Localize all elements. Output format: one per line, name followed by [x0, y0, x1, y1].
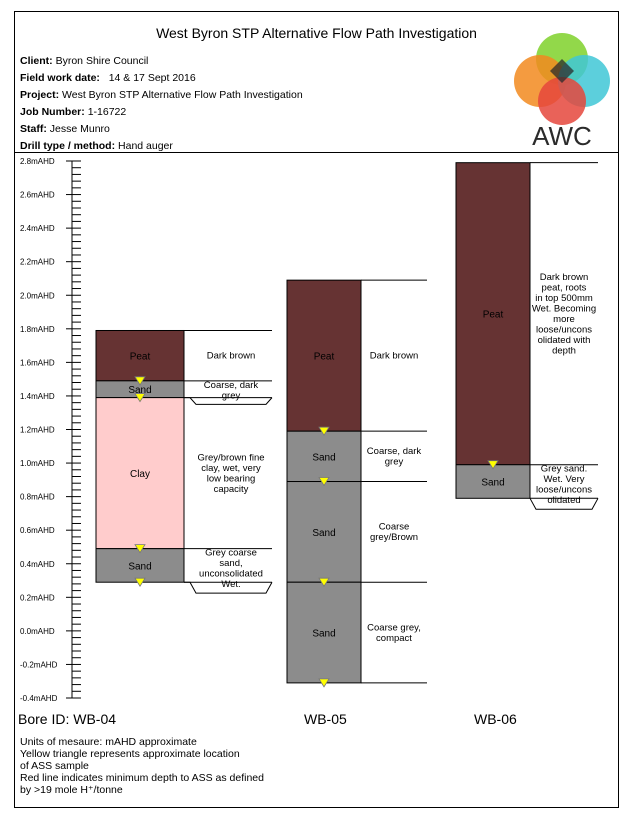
y-tick-label: 0.6mAHD [20, 526, 55, 535]
fieldwork-key: Field work date: [20, 72, 100, 84]
layer-description: Dark brown [207, 351, 256, 362]
y-tick-label: -0.2mAHD [20, 660, 58, 669]
note-line: Units of mesaure: mAHD approximate [20, 736, 197, 748]
report-title: West Byron STP Alternative Flow Path Inv… [156, 25, 477, 41]
sample-triangle [318, 477, 330, 487]
project-key: Project: [20, 89, 60, 101]
note-line: by >19 mole H⁺/tonne [20, 784, 123, 796]
job-value: 1-16722 [87, 106, 127, 118]
description-bracket [529, 498, 599, 510]
drill-key: Drill type / method: [20, 140, 116, 152]
layer-description: Dark brown [370, 351, 419, 362]
y-tick-label: 0.0mAHD [20, 627, 55, 636]
layer-soil-label: Sand [312, 528, 335, 539]
y-tick-label: 0.4mAHD [20, 560, 55, 569]
y-tick-label: 1.8mAHD [20, 325, 55, 334]
sample-triangle [134, 376, 146, 386]
y-tick-label: 2.4mAHD [20, 224, 55, 233]
job-key: Job Number: [20, 106, 85, 118]
sample-triangle [318, 678, 330, 688]
layer-peat [95, 329, 185, 382]
sample-triangle [134, 577, 146, 587]
y-tick-label: -0.4mAHD [20, 694, 58, 703]
sample-triangle [487, 460, 499, 470]
client-key: Client: [20, 55, 53, 67]
y-tick-label: 2.0mAHD [20, 291, 55, 300]
sheet-frame [14, 11, 619, 808]
sample-triangle [318, 426, 330, 436]
note-line: Yellow triangle represents approximate l… [20, 748, 240, 760]
sample-triangle [134, 544, 146, 554]
bore-label-wb04: Bore ID: WB-04 [18, 711, 117, 727]
report-header: West Byron STP Alternative Flow Path Inv… [14, 11, 619, 153]
drill-value: Hand auger [118, 140, 173, 152]
awc-logo: AWC [514, 33, 610, 149]
y-tick-label: 2.8mAHD [20, 157, 55, 166]
layer-description: Coarse grey,compact [367, 622, 421, 644]
layer-peat [455, 162, 531, 466]
bore-label-wb06: WB-06 [474, 711, 517, 727]
layer-soil-label: Sand [312, 452, 335, 463]
fieldwork-value: 14 & 17 Sept 2016 [108, 72, 196, 84]
note-line: of ASS sample [20, 760, 89, 772]
project-details: Client: Byron Shire Council Field work d… [20, 53, 303, 155]
y-tick-label: 0.2mAHD [20, 593, 55, 602]
layer-soil-label: Sand [312, 629, 335, 640]
layer-soil-label: Peat [130, 352, 151, 363]
layer-soil-label: Sand [128, 385, 151, 396]
y-tick-label: 1.2mAHD [20, 426, 55, 435]
client-value: Byron Shire Council [55, 55, 149, 67]
layer-clay [95, 397, 185, 550]
y-tick-label: 2.6mAHD [20, 191, 55, 200]
footer: Bore ID: WB-04 WB-05 WB-06 Units of mesa… [14, 711, 619, 808]
borehole-diagram: 2.8mAHD 2.6mAHD 2.4mAHD 2.2mAHD 2.0mAHD 1.8mA… [20, 157, 599, 703]
sample-triangle [134, 393, 146, 403]
note-line: Red line indicates minimum depth to ASS … [20, 772, 264, 784]
y-tick-label: 1.6mAHD [20, 358, 55, 367]
sample-triangle [318, 577, 330, 587]
notes: Units of mesaure: mAHD approximate Yello… [20, 736, 264, 796]
layer-soil-label: Clay [130, 469, 150, 480]
y-tick-label: 1.4mAHD [20, 392, 55, 401]
layer-sand [286, 481, 362, 583]
layer-soil-label: Peat [483, 310, 504, 321]
layer-soil-label: Sand [481, 478, 504, 489]
project-value: West Byron STP Alternative Flow Path Inv… [62, 89, 303, 101]
logo-text: AWC [532, 121, 592, 149]
layer-soil-label: Sand [128, 561, 151, 572]
layer-soil-label: Peat [314, 352, 335, 363]
layer-peat [286, 279, 362, 432]
y-tick-label: 0.8mAHD [20, 493, 55, 502]
y-tick-label: 2.2mAHD [20, 258, 55, 267]
staff-key: Staff: [20, 123, 47, 135]
bore-label-wb05: WB-05 [304, 711, 347, 727]
staff-value: Jesse Munro [49, 123, 110, 135]
y-tick-label: 1.0mAHD [20, 459, 55, 468]
